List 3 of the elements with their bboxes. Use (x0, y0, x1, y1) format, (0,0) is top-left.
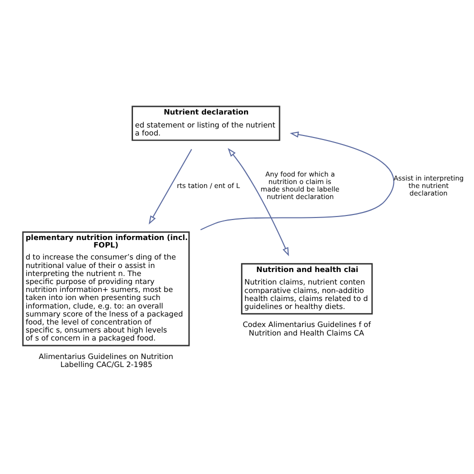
arrow (148, 148, 192, 224)
arrow (200, 131, 394, 230)
arrow (228, 147, 289, 256)
